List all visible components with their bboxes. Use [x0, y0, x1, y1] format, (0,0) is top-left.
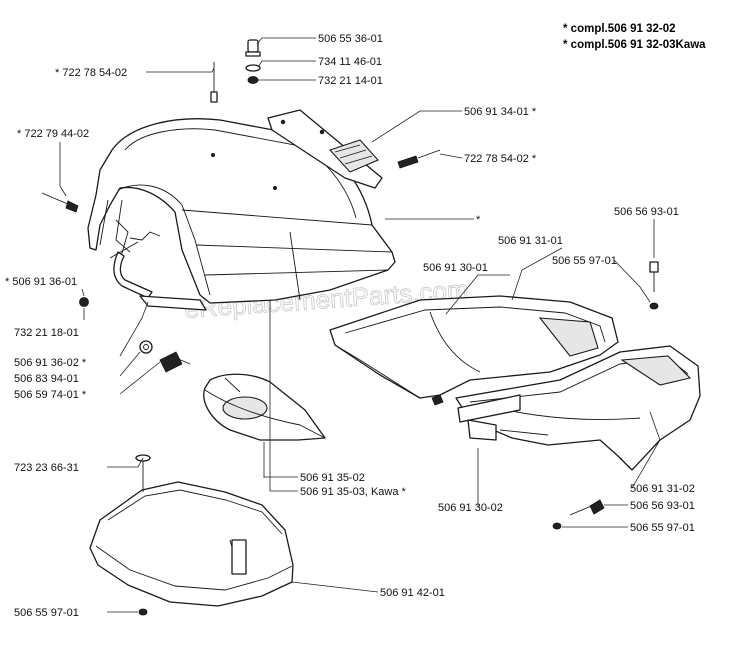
- seat-pan-lower: [455, 345, 701, 471]
- label-506-56-93-01-bottom: 506 56 93-01: [630, 500, 695, 512]
- side-screw: [41, 192, 79, 213]
- top-hardware: [245, 39, 261, 84]
- label-506-83-94-01: 506 83 94-01: [14, 373, 79, 385]
- compl-note-1: * compl.506 91 32-02: [563, 23, 676, 35]
- label-506-91-35-02: 506 91 35-02: [300, 472, 365, 484]
- label-722-78-54-02-left: * 722 78 54-02: [55, 67, 127, 79]
- hinge-bracket: [79, 241, 207, 311]
- label-722-78-54-02-right: 722 78 54-02 *: [464, 153, 537, 165]
- seat-hardware: [552, 261, 659, 530]
- label-506-91-34-01: 506 91 34-01 *: [464, 106, 537, 118]
- label-732-21-14-01: 732 21 14-01: [318, 75, 383, 87]
- label-722-79-44-02: * 722 79 44-02: [17, 128, 89, 140]
- label-506-91-30-02: 506 91 30-02: [438, 502, 503, 514]
- hood-cover: [87, 118, 396, 304]
- label-506-91-30-01: 506 91 30-01: [423, 262, 488, 274]
- cup-holder-bracket: [203, 373, 326, 441]
- bolt-stack: [139, 340, 191, 373]
- label-star: *: [476, 214, 481, 226]
- label-506-91-42-01: 506 91 42-01: [380, 587, 445, 599]
- label-506-56-93-01-top: 506 56 93-01: [614, 206, 679, 218]
- leader-lines: [59, 37, 661, 613]
- label-506-55-97-01-left: 506 55 97-01: [14, 607, 79, 619]
- part-labels: 506 55 36-01 734 11 46-01 732 21 14-01 *…: [5, 33, 695, 619]
- right-screw: [397, 149, 441, 169]
- battery-cover: [89, 481, 294, 607]
- label-506-91-31-01: 506 91 31-01: [498, 235, 563, 247]
- label-506-91-35-03-kawa: 506 91 35-03, Kawa *: [300, 486, 407, 498]
- label-506-55-36-01: 506 55 36-01: [318, 33, 383, 45]
- label-506-55-97-01-bottom: 506 55 97-01: [630, 522, 695, 534]
- battery-bolt: [135, 454, 151, 492]
- label-734-11-46-01: 734 11 46-01: [318, 56, 382, 68]
- label-506-91-31-02: 506 91 31-02: [630, 483, 695, 495]
- label-723-23-66-31: 723 23 66-31: [14, 462, 79, 474]
- label-506-59-74-01: 506 59 74-01 *: [14, 389, 87, 401]
- label-506-91-36-02: 506 91 36-02 *: [14, 357, 87, 369]
- compl-note-2: * compl.506 91 32-03Kawa: [563, 39, 706, 51]
- seat-pan-upper: [329, 295, 619, 406]
- battery-nut: [138, 608, 148, 616]
- label-732-21-18-01: 732 21 18-01: [14, 327, 79, 339]
- latch-plate: [267, 109, 383, 189]
- label-506-91-36-01: * 506 91 36-01: [5, 276, 77, 288]
- label-506-55-97-01-top: 506 55 97-01: [552, 255, 617, 267]
